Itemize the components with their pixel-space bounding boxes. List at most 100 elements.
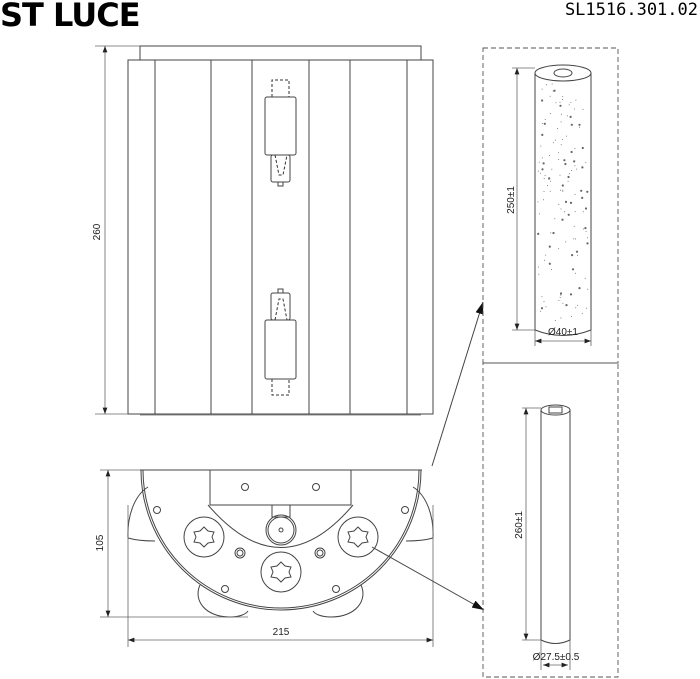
- speckle-dot: [540, 307, 544, 310]
- speckle-dot: [556, 128, 558, 129]
- speckle-dot: [567, 175, 570, 179]
- speckle-dot: [549, 155, 550, 157]
- speckle-dot: [586, 242, 589, 245]
- speckle-dot: [544, 119, 546, 121]
- speckle-dot: [560, 121, 562, 123]
- speckle-dot: [568, 104, 570, 106]
- speckle-dot: [573, 238, 575, 240]
- height-dim-label: 260: [92, 223, 103, 240]
- speckle-dot: [571, 316, 572, 317]
- speckle-dot: [565, 304, 568, 307]
- speckle-dot: [586, 190, 589, 193]
- tube-length-label: 260±1: [514, 511, 525, 539]
- speckle-dot: [537, 232, 540, 235]
- speckle-dot: [584, 227, 587, 230]
- speckle-dot: [582, 108, 584, 110]
- brand-logo: ST LUCE: [0, 0, 141, 34]
- leader-arrow-tube: [371, 546, 485, 611]
- speckle-dot: [541, 168, 544, 171]
- speckle-dot: [564, 211, 566, 213]
- speckle-dot: [562, 302, 564, 304]
- speckle-dot: [545, 254, 547, 256]
- speckle-dot: [543, 122, 546, 125]
- speckle-dot: [567, 213, 570, 216]
- height-dimension: 260: [92, 45, 140, 415]
- speckle-dot: [542, 162, 545, 165]
- speckle-dot: [548, 245, 551, 248]
- speckle-dot: [550, 232, 552, 234]
- speckle-dot: [576, 304, 578, 306]
- speckle-dot: [538, 161, 540, 163]
- speckle-dot: [543, 191, 545, 192]
- speckle-dot: [558, 248, 560, 250]
- speckle-dot: [571, 170, 573, 171]
- speckle-dot: [545, 306, 547, 308]
- speckle-dot: [548, 177, 551, 180]
- speckle-dot: [541, 123, 543, 124]
- model-code: SL1516.301.02: [564, 0, 698, 20]
- speckle-dot: [569, 173, 570, 175]
- shade-texture: [537, 83, 589, 321]
- speckle-dot: [580, 189, 583, 192]
- speckle-dot: [560, 144, 562, 146]
- speckle-dot: [584, 277, 586, 279]
- depth-dimension: 105: [95, 469, 248, 618]
- speckle-dot: [564, 162, 567, 166]
- speckle-dot: [560, 294, 562, 296]
- speckle-dot: [558, 299, 560, 301]
- speckle-dot: [573, 160, 576, 163]
- speckle-dot: [563, 159, 566, 162]
- speckle-dot: [574, 211, 576, 213]
- speckle-dot: [558, 159, 560, 161]
- speckle-dot: [564, 200, 568, 203]
- speckle-dot: [540, 310, 541, 312]
- speckle-dot: [554, 139, 556, 141]
- width-dim-label: 215: [273, 627, 290, 638]
- speckle-dot: [537, 201, 539, 203]
- speckle-dot: [552, 142, 554, 144]
- shade-diameter-label: Ø40±1: [548, 327, 578, 338]
- speckle-dot: [543, 177, 545, 179]
- speckle-dot: [562, 96, 564, 98]
- speckle-dot: [547, 185, 548, 186]
- speckle-dot: [570, 102, 572, 103]
- speckle-dot: [561, 99, 563, 100]
- speckle-dot: [581, 312, 583, 314]
- speckle-dot: [549, 113, 551, 114]
- speckle-dot: [567, 180, 569, 182]
- bottom-view: 105 215: [95, 469, 434, 647]
- speckle-dot: [582, 228, 584, 230]
- speckle-dot: [573, 108, 575, 110]
- speckle-dot: [559, 101, 561, 103]
- detail-tube: 260±1 Ø27.5±0.5: [482, 362, 619, 678]
- leader-arrow-shade: [431, 301, 484, 467]
- speckle-dot: [566, 115, 568, 117]
- speckle-dot: [554, 320, 556, 321]
- speckle-dot: [575, 272, 576, 274]
- speckle-dot: [554, 218, 556, 220]
- speckle-dot: [541, 296, 543, 298]
- lamp-socket-bottom: [264, 288, 297, 396]
- speckle-dot: [562, 190, 564, 192]
- speckle-dot: [560, 208, 562, 210]
- speckle-dot: [551, 83, 553, 85]
- speckle-dot: [569, 115, 572, 118]
- speckle-dot: [541, 99, 544, 102]
- speckle-dot: [571, 254, 574, 257]
- speckle-dot: [575, 250, 579, 253]
- speckle-dot: [562, 189, 564, 191]
- speckle-dot: [569, 201, 573, 204]
- speckle-dot: [575, 99, 577, 101]
- speckle-dot: [582, 211, 584, 213]
- speckle-dot: [537, 266, 539, 268]
- speckle-dot: [543, 301, 545, 303]
- speckle-dot: [555, 102, 557, 104]
- speckle-dot: [549, 95, 551, 97]
- detail-shade: 250±1 Ø40±1: [482, 47, 619, 364]
- speckle-dot: [574, 165, 576, 167]
- speckle-dot: [545, 84, 547, 86]
- lamp-socket-top: [264, 79, 297, 187]
- speckle-dot: [575, 307, 577, 309]
- speckle-dot: [544, 174, 546, 176]
